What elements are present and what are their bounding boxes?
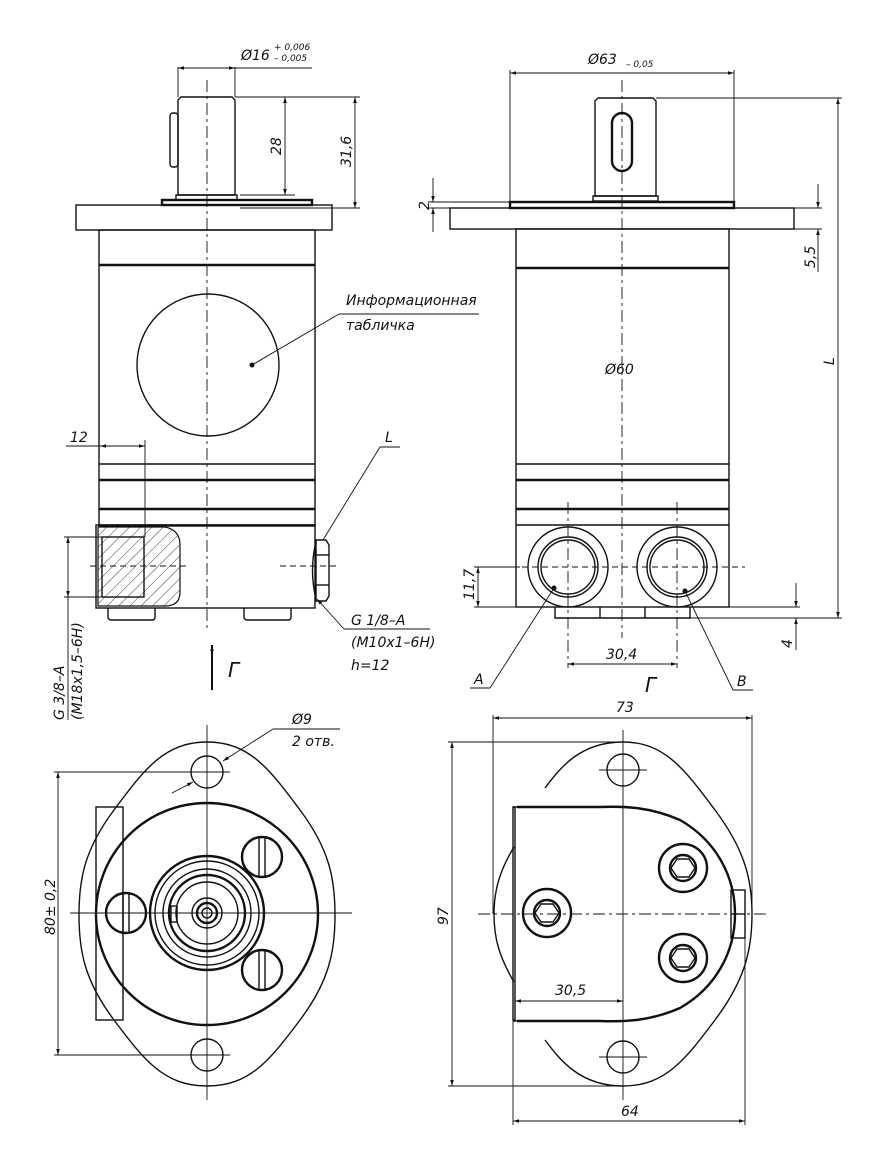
pilot-tolerance: – 0,05 xyxy=(626,60,654,70)
side-view xyxy=(428,70,842,691)
drain-thread-2: (M10x1–6H) xyxy=(351,635,435,651)
shaft-tolerance-upper: + 0,006 xyxy=(274,43,310,53)
port-block-edge xyxy=(95,806,124,1021)
shaft-tolerance-lower: – 0,005 xyxy=(274,54,307,64)
port-b-label: B xyxy=(737,674,747,690)
shaft-height-label: 31,6 xyxy=(339,136,355,167)
side-feet xyxy=(554,607,691,619)
overall-length-label: L xyxy=(822,357,838,365)
shaft-length-label: 28 xyxy=(269,137,285,155)
screw-bottom-right xyxy=(240,948,284,992)
drain-thread-1: G 1/8–A xyxy=(351,613,405,629)
main-port-thread-1: G 3/8–A xyxy=(52,666,68,720)
drain-label: L xyxy=(385,430,393,446)
cap-screw-left xyxy=(521,887,573,939)
shaft-diameter-label: Ø16 xyxy=(240,48,270,64)
port-height-label: 11,7 xyxy=(462,569,478,600)
end-view-ports xyxy=(448,715,770,1125)
screw-top-right xyxy=(240,835,284,879)
nameplate-label-2: табличка xyxy=(346,318,415,334)
foot-right xyxy=(243,608,292,621)
shaft xyxy=(177,96,236,196)
view-arrow-label: Г xyxy=(228,658,241,682)
port-depth-label: 12 xyxy=(70,430,88,446)
nameplate-label-1: Информационная xyxy=(346,293,477,309)
body-arc-left xyxy=(493,846,515,983)
side-view-label: Г xyxy=(645,673,658,697)
pilot-diameter-label: Ø63 xyxy=(587,52,617,68)
height-overall-label: 97 xyxy=(436,907,452,925)
port-block xyxy=(95,524,316,609)
drain-depth: h=12 xyxy=(351,658,390,674)
port-a-label: A xyxy=(473,672,484,688)
cap-screw-top xyxy=(657,842,709,894)
offset-label: 30,5 xyxy=(555,983,586,999)
drain-plug xyxy=(315,539,330,602)
hole-count-label: 2 отв. xyxy=(292,734,335,750)
bolt-spacing-label: 80± 0,2 xyxy=(43,879,59,935)
pilot xyxy=(160,198,314,207)
shaft-key xyxy=(169,112,179,168)
hole-diameter-label: Ø9 xyxy=(291,712,312,728)
cap-screw-bottom xyxy=(657,932,709,984)
port-bore xyxy=(101,536,145,598)
flange-thickness-label: 5,5 xyxy=(803,246,819,268)
side-body xyxy=(515,228,730,608)
mounting-flange xyxy=(75,204,333,231)
width-overall-label: 73 xyxy=(616,700,634,716)
base-width-label: 64 xyxy=(621,1104,639,1120)
nameplate-circle xyxy=(136,293,280,437)
side-shaft-collar xyxy=(592,195,659,202)
threaded-port-section xyxy=(97,526,181,607)
port-spacing-label: 30,4 xyxy=(606,647,637,663)
body-diameter-label: Ø60 xyxy=(604,362,634,378)
front-view xyxy=(64,66,479,720)
foot-left xyxy=(107,608,156,621)
foot-height-label: 4 xyxy=(780,639,796,648)
flange-offset-label: 2 xyxy=(417,201,433,210)
end-view-shaft xyxy=(54,725,352,1100)
main-port-thread-2: (M18x1,5–6H) xyxy=(70,622,86,720)
